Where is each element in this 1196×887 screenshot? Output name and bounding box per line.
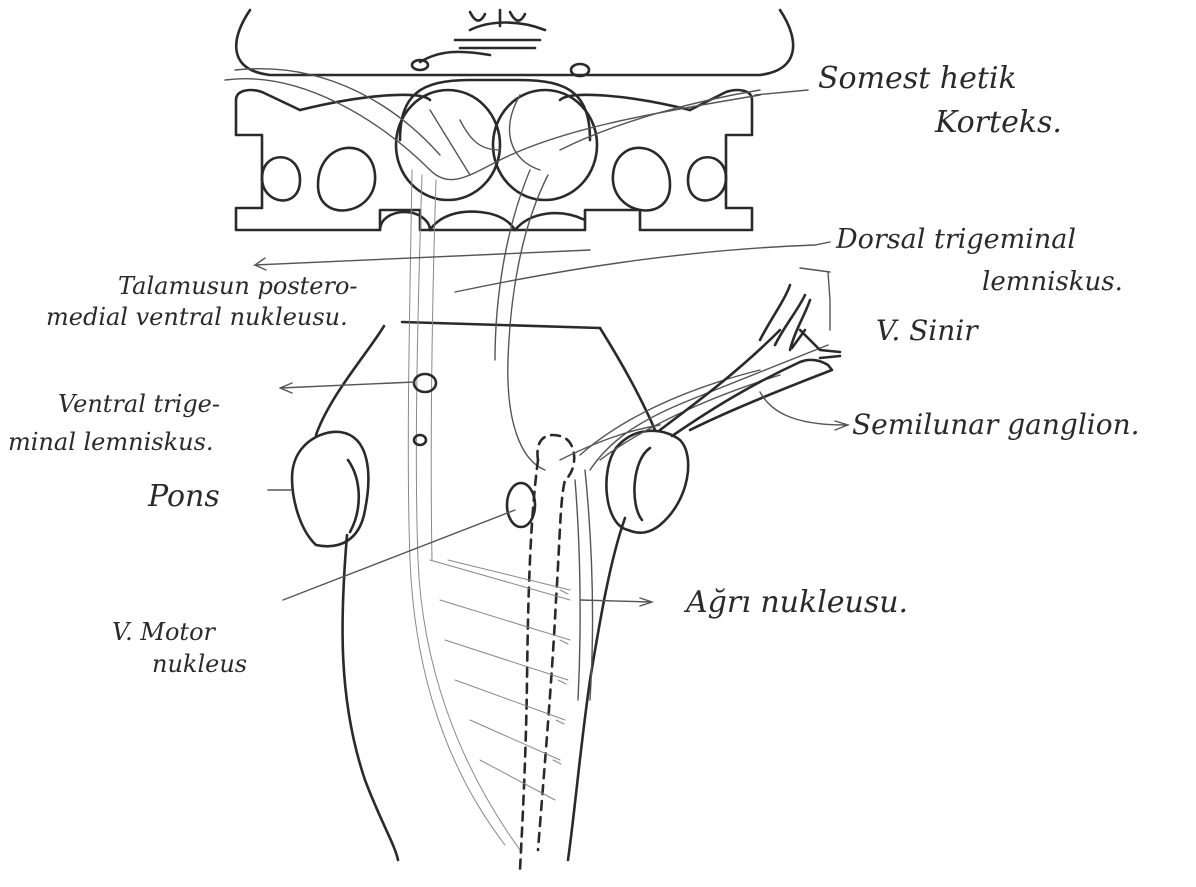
label-nerve-v: V. Sinir: [876, 314, 979, 347]
labels: Somest hetik Korteks. Dorsal trigeminal …: [8, 61, 1140, 678]
label-thalamus-2: medial ventral nukleusu.: [46, 303, 348, 331]
cortex-section: [225, 10, 793, 230]
label-somatic-cortex: Somest hetik: [818, 61, 1017, 96]
label-motor-nucleus-2: nukleus: [152, 650, 247, 678]
label-ventral-lemniscus: Ventral trige-: [58, 390, 220, 418]
label-pons: Pons: [147, 479, 220, 514]
label-semilunar-ganglion: Semilunar ganglion.: [852, 408, 1140, 441]
label-dorsal-lemniscus-2: lemniskus.: [982, 267, 1123, 297]
label-thalamus: Talamusun postero-: [118, 272, 358, 300]
label-ventral-lemniscus-2: minal lemniskus.: [8, 428, 214, 456]
label-motor-nucleus: V. Motor: [112, 618, 217, 646]
label-dorsal-lemniscus: Dorsal trigeminal: [835, 224, 1076, 255]
brainstem: [292, 322, 688, 860]
leader-lines: [255, 90, 848, 606]
label-pain-nucleus: Ağrı nukleusu.: [683, 585, 908, 620]
label-somatic-cortex-2: Korteks.: [934, 105, 1062, 140]
